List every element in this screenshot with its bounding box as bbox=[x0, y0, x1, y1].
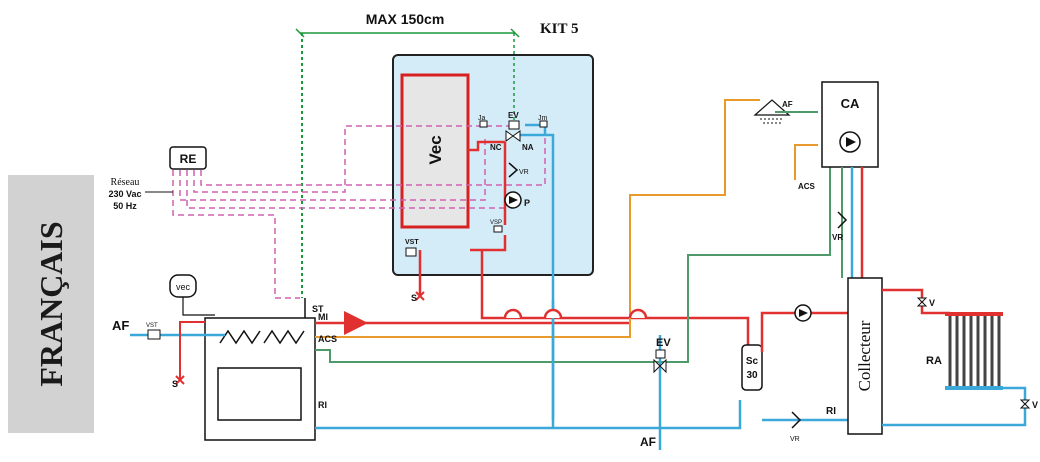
radiator-return-pipe bbox=[882, 386, 1027, 427]
pump-arrow-icon bbox=[509, 196, 518, 204]
sc-label-2: 30 bbox=[746, 370, 758, 381]
boiler-drain-pipe bbox=[179, 321, 205, 380]
accumulator-box bbox=[821, 81, 879, 168]
pump-label: P bbox=[524, 198, 530, 208]
boiler-acs-label: ACS bbox=[318, 334, 337, 344]
jm-fitting bbox=[539, 120, 548, 128]
collector-box bbox=[847, 277, 883, 435]
vessel-connection bbox=[182, 297, 215, 316]
boiler-door bbox=[217, 367, 302, 421]
sc-label-1: Sc bbox=[746, 356, 759, 367]
radiator-supply-pipe bbox=[882, 288, 950, 315]
ja-label: Ja bbox=[478, 115, 486, 122]
boiler-coils bbox=[219, 329, 305, 345]
check-valve-icon bbox=[508, 162, 519, 178]
storage-tank bbox=[400, 73, 470, 229]
ja-fitting bbox=[479, 120, 488, 128]
supply-label-2: 230 Vac bbox=[108, 189, 141, 199]
shower-spray-icon bbox=[760, 118, 784, 124]
language-label: FRANÇAIS bbox=[33, 221, 69, 386]
max-distance-label: MAX 150cm bbox=[366, 11, 445, 27]
language-panel bbox=[8, 175, 94, 433]
network-ev-label: EV bbox=[656, 337, 671, 349]
radiator-bottom-valve-icon bbox=[1019, 399, 1031, 409]
bottom-check-valve-icon bbox=[791, 411, 802, 429]
mid-vr-label: VR bbox=[832, 233, 843, 242]
kit-drain-label: S bbox=[411, 293, 417, 303]
st-label: ST bbox=[312, 304, 324, 314]
radiator-top-valve-icon bbox=[916, 297, 928, 307]
ri-pipe bbox=[315, 400, 742, 430]
network-acs-label: ACS bbox=[798, 182, 816, 191]
kit-vst-label: VST bbox=[405, 239, 419, 246]
vsp-icon bbox=[493, 225, 503, 233]
acs-pipe bbox=[315, 99, 760, 338]
kit-drain-icon bbox=[415, 291, 425, 301]
radiator-bottom-valve-label: V bbox=[1032, 400, 1038, 410]
collector-hot-pipe bbox=[760, 311, 848, 352]
na-label: NA bbox=[522, 143, 534, 152]
network-ri-label: RI bbox=[826, 406, 836, 417]
circulator-arrow-icon bbox=[799, 309, 808, 317]
kit-vst-icon bbox=[405, 247, 417, 257]
green-return-pipe bbox=[315, 160, 831, 363]
acs-out-pipe bbox=[794, 144, 818, 180]
boiler-ri-label: RI bbox=[318, 400, 327, 410]
expansion-vessel-label: vec bbox=[176, 282, 191, 292]
regulator-box bbox=[169, 146, 207, 170]
kit-vr-label: VR bbox=[519, 169, 529, 176]
pipe-crossovers bbox=[503, 308, 648, 319]
boiler-af-label: AF bbox=[112, 318, 129, 333]
kit-name: KIT 5 bbox=[540, 21, 579, 37]
network-ev-head bbox=[655, 349, 666, 359]
radiator-label-bg bbox=[922, 352, 948, 366]
radiator-top-valve-label: V bbox=[929, 298, 935, 308]
network-ev-valve bbox=[653, 358, 667, 374]
vsp-label: VSP bbox=[490, 220, 502, 226]
radiator-label: RA bbox=[926, 355, 942, 367]
mi-label: MI bbox=[318, 312, 328, 322]
af-bottom-label: AF bbox=[640, 435, 656, 449]
accumulator-pump-arrow-icon bbox=[846, 137, 856, 147]
kit-valve-ev bbox=[505, 120, 521, 142]
collector-label: Collecteur bbox=[855, 320, 874, 391]
boiler-drain-label: S bbox=[172, 379, 178, 389]
boiler-vst-icon bbox=[147, 329, 161, 340]
mid-check-valve-icon bbox=[837, 211, 848, 229]
ca-af-label: AF bbox=[782, 100, 793, 109]
radiator bbox=[945, 312, 1003, 390]
boiler-drain-icon bbox=[175, 375, 185, 385]
accumulator-label: CA bbox=[841, 96, 860, 111]
tank-label: Vec bbox=[426, 135, 445, 164]
regulator-label: RE bbox=[180, 152, 197, 166]
sc-filter bbox=[741, 344, 763, 391]
kit-ev-label: EV bbox=[508, 111, 519, 120]
supply-label-1: Réseau bbox=[111, 177, 140, 188]
supply-label-3: 50 Hz bbox=[113, 201, 137, 211]
jm-label: Jm bbox=[538, 115, 548, 122]
boiler-vst-label: VST bbox=[146, 323, 158, 329]
bottom-vr-label: VR bbox=[790, 436, 800, 443]
nc-label: NC bbox=[490, 143, 502, 152]
kit-hot-circuit bbox=[418, 140, 750, 345]
